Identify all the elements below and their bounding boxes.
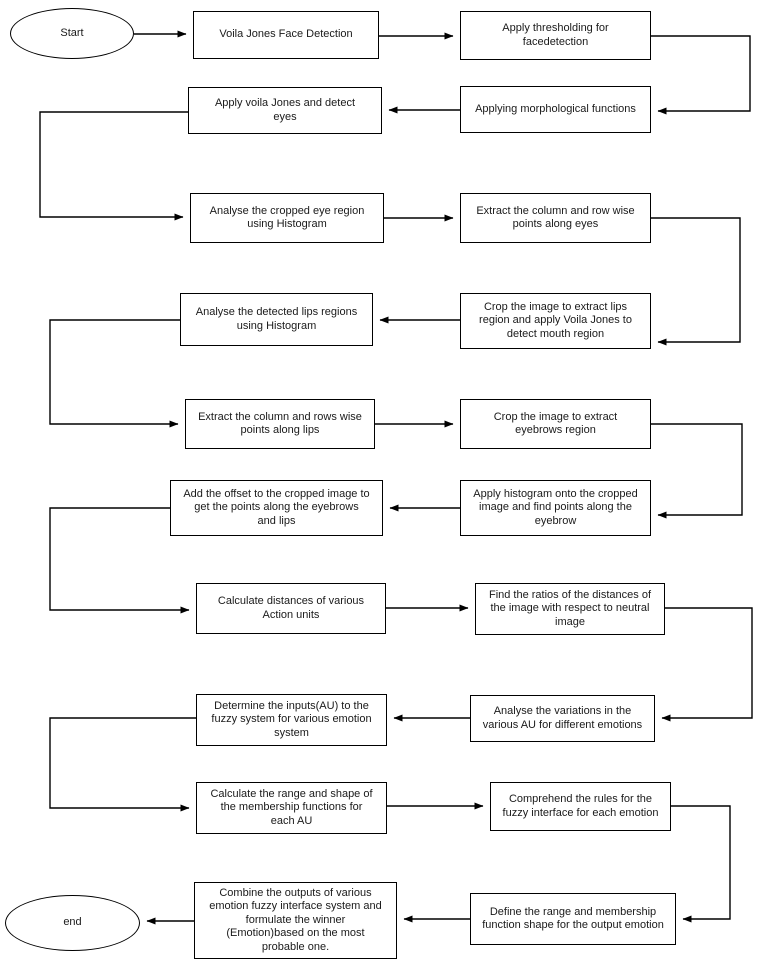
flowchart-node-label-n2: Apply thresholding for facedetection <box>502 22 609 48</box>
flowchart-node-label-n7: Crop the image to extract lips region an… <box>479 300 632 340</box>
flowchart-node-label-start: Start <box>60 26 84 39</box>
flowchart-node-label-n11: Apply histogram onto the cropped image a… <box>473 487 638 527</box>
connector-n12-to-n13 <box>49 507 190 614</box>
flowchart-node-end[interactable]: end <box>5 895 140 951</box>
flowchart-node-n8[interactable]: Analyse the detected lips regions using … <box>180 293 373 346</box>
flowchart-node-label-n13: Calculate distances of various Action un… <box>217 595 365 621</box>
flowchart-node-label-end: end <box>63 916 82 929</box>
connector-n2-to-n3 <box>651 35 751 115</box>
flowchart-node-label-n8: Analyse the detected lips regions using … <box>195 306 358 332</box>
flowchart-node-n12[interactable]: Add the offset to the cropped image to g… <box>170 480 383 536</box>
flowchart-node-n19[interactable]: Define the range and membership function… <box>470 893 676 945</box>
flowchart-node-label-n15: Analyse the variations in the various AU… <box>482 705 643 731</box>
flowchart-node-n7[interactable]: Crop the image to extract lips region an… <box>460 293 651 349</box>
flowchart-node-n3[interactable]: Applying morphological functions <box>460 86 651 133</box>
flowchart-node-label-n16: Determine the inputs(AU) to the fuzzy sy… <box>211 699 372 739</box>
flowchart-node-label-n19: Define the range and membership function… <box>482 905 664 932</box>
flowchart-node-label-n9: Extract the column and rows wise points … <box>198 410 362 437</box>
flowchart-node-n11[interactable]: Apply histogram onto the cropped image a… <box>460 480 651 536</box>
flowchart-node-label-n12: Add the offset to the cropped image to g… <box>183 487 370 527</box>
connector-n18-to-n19 <box>671 805 731 923</box>
connector-n10-to-n11 <box>651 423 743 519</box>
flowchart-node-n1[interactable]: Voila Jones Face Detection <box>193 11 379 59</box>
connector-n6-to-n7 <box>651 217 741 346</box>
flowchart-node-n6[interactable]: Extract the column and row wise points a… <box>460 193 651 243</box>
flowchart-node-n14[interactable]: Find the ratios of the distances of the … <box>475 583 665 635</box>
flowchart-node-label-n14: Find the ratios of the distances of the … <box>488 588 652 628</box>
flowchart-node-n17[interactable]: Calculate the range and shape of the mem… <box>196 782 387 834</box>
flowchart-node-n5[interactable]: Analyse the cropped eye region using His… <box>190 193 384 243</box>
connector-n14-to-n15 <box>661 607 753 722</box>
connector-n4-to-n5 <box>39 111 188 221</box>
flowchart-node-start[interactable]: Start <box>10 8 134 59</box>
flowchart-node-n15[interactable]: Analyse the variations in the various AU… <box>470 695 655 742</box>
flowchart-node-n2[interactable]: Apply thresholding for facedetection <box>460 11 651 60</box>
flowchart-node-label-n6: Extract the column and row wise points a… <box>476 204 635 231</box>
flowchart-node-n10[interactable]: Crop the image to extract eyebrows regio… <box>460 399 651 449</box>
flowchart-node-n20[interactable]: Combine the outputs of various emotion f… <box>194 882 397 959</box>
flowchart-node-n9[interactable]: Extract the column and rows wise points … <box>185 399 375 449</box>
flowchart-node-label-n18: Comprehend the rules for the fuzzy inter… <box>502 793 659 819</box>
flowchart-node-label-n1: Voila Jones Face Detection <box>219 28 353 41</box>
flowchart-node-label-n17: Calculate the range and shape of the mem… <box>210 787 373 827</box>
connector-group <box>39 30 753 925</box>
flowchart-node-label-n5: Analyse the cropped eye region using His… <box>209 204 365 231</box>
flowchart-node-label-n4: Apply voila Jones and detect eyes <box>214 97 356 123</box>
flowchart-node-label-n20: Combine the outputs of various emotion f… <box>209 886 382 953</box>
connector-n8-to-n9 <box>49 319 180 428</box>
flowchart-node-label-n3: Applying morphological functions <box>475 102 636 115</box>
flowchart-node-n13[interactable]: Calculate distances of various Action un… <box>196 583 386 634</box>
flowchart-node-n4[interactable]: Apply voila Jones and detect eyes <box>188 87 382 134</box>
flowchart-node-n16[interactable]: Determine the inputs(AU) to the fuzzy sy… <box>196 694 387 746</box>
connector-n16-to-n17 <box>49 717 196 812</box>
flowchart-node-label-n10: Crop the image to extract eyebrows regio… <box>493 410 618 437</box>
flowchart-node-n18[interactable]: Comprehend the rules for the fuzzy inter… <box>490 782 671 831</box>
